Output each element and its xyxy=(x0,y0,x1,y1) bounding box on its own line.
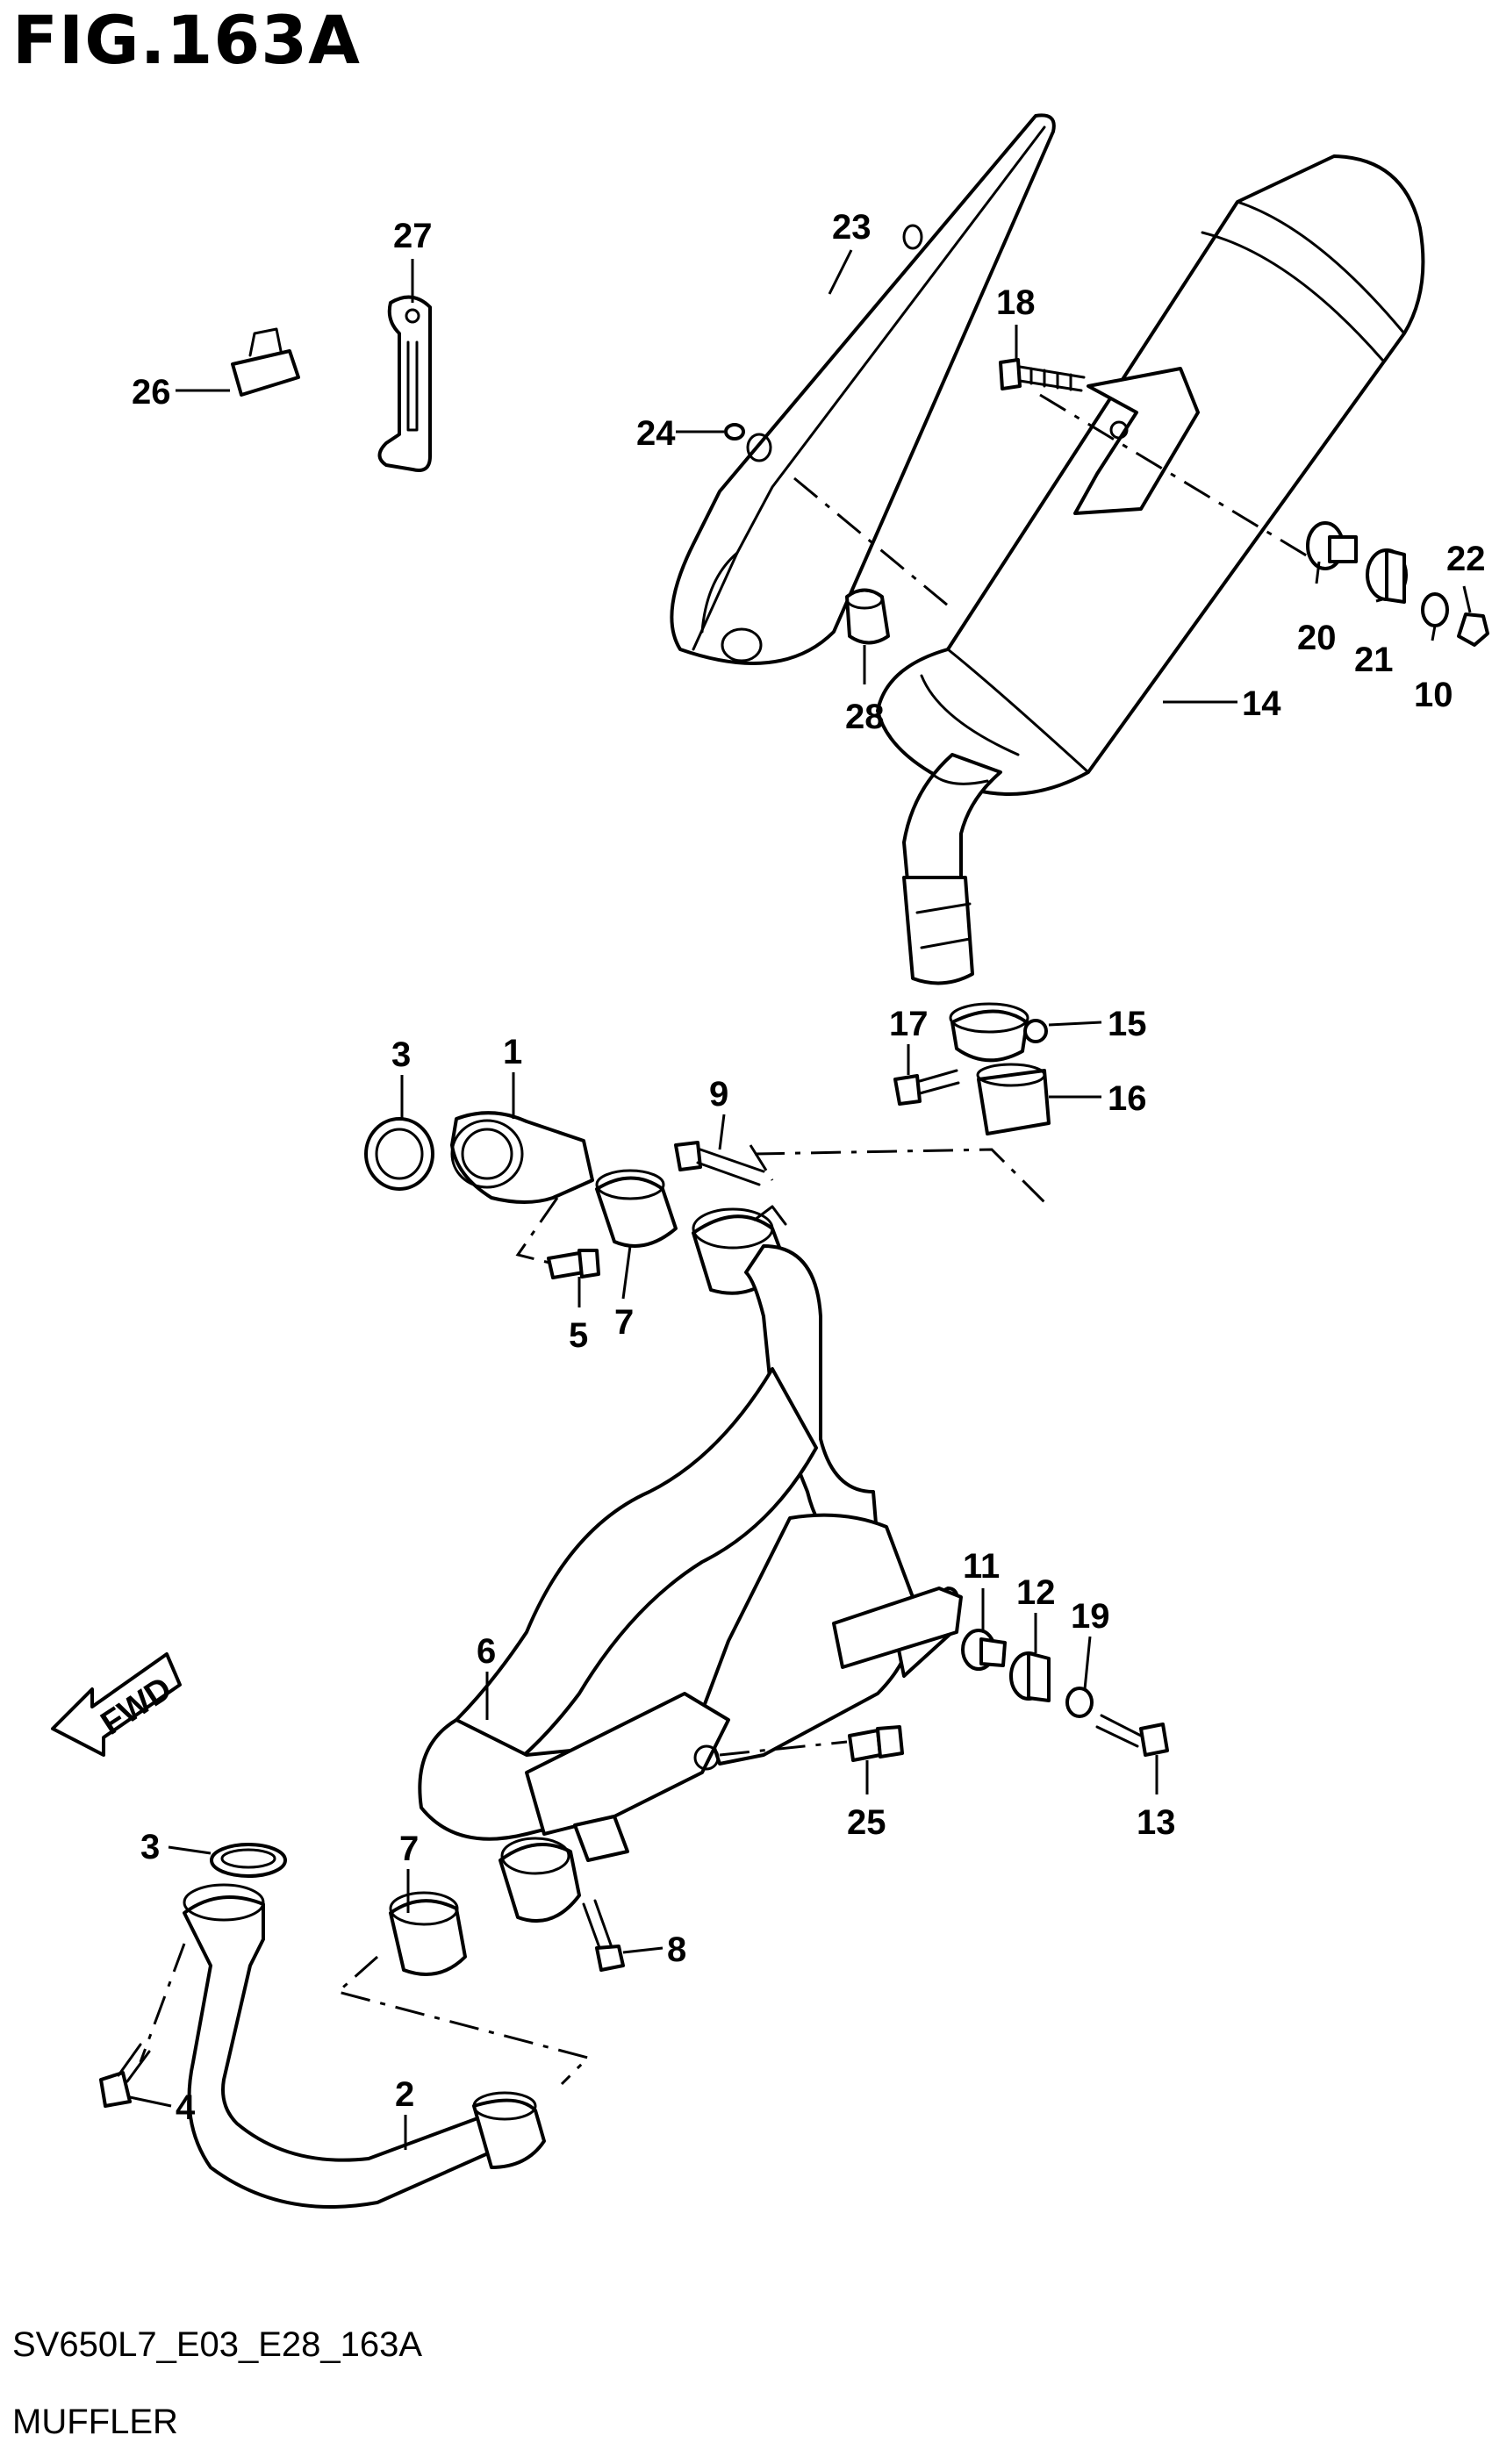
callout-26: 26 xyxy=(132,373,171,412)
figure-title: FIG.163A xyxy=(12,1,361,79)
strap-27 xyxy=(377,295,432,472)
callout-7-lower: 7 xyxy=(399,1830,419,1868)
grommet-28 xyxy=(845,588,890,645)
clamp-26 xyxy=(231,327,300,397)
callout-3-top: 3 xyxy=(391,1035,411,1074)
muffler-body xyxy=(876,154,1425,985)
callout-5: 5 xyxy=(569,1316,588,1355)
bolt-18 xyxy=(999,358,1086,392)
exhaust-flange-1 xyxy=(450,1111,594,1204)
fwd-arrow-icon: FWD xyxy=(51,1652,182,1757)
leader-dash xyxy=(1039,393,1317,563)
leader-dash xyxy=(793,476,949,607)
callout-6: 6 xyxy=(477,1632,496,1671)
leader-dash xyxy=(754,1148,1051,1208)
callout-4: 4 xyxy=(176,2088,196,2127)
callout-27: 27 xyxy=(393,217,433,255)
callout-10: 10 xyxy=(1414,676,1453,714)
bolt-4 xyxy=(99,2043,151,2108)
callout-numbers: 27 26 23 18 24 28 14 20 21 10 22 15 16 1… xyxy=(132,208,1486,2127)
callout-2: 2 xyxy=(395,2075,414,2114)
collar-20 xyxy=(1306,521,1358,570)
figure-name: MUFFLER xyxy=(12,2403,178,2441)
callout-22: 22 xyxy=(1446,540,1486,578)
gasket-ring-3 xyxy=(364,1117,434,1191)
washer-10 xyxy=(1421,592,1449,627)
nut-22 xyxy=(1457,612,1489,647)
cushion-21 xyxy=(1366,548,1408,604)
screw-24 xyxy=(724,423,745,441)
gasket-7-lower xyxy=(389,1891,467,1976)
callout-20: 20 xyxy=(1297,619,1337,657)
callout-3-lower: 3 xyxy=(140,1828,160,1866)
callout-1: 1 xyxy=(503,1033,522,1071)
callout-13: 13 xyxy=(1137,1803,1176,1842)
bolt-5 xyxy=(547,1249,600,1279)
callout-25: 25 xyxy=(847,1803,886,1842)
callout-11: 11 xyxy=(963,1547,1000,1586)
leader-dash xyxy=(334,1955,591,2086)
callout-15: 15 xyxy=(1108,1005,1147,1043)
callout-24: 24 xyxy=(636,414,676,453)
leader-dash xyxy=(139,1943,186,2063)
gasket-ring-3-lower xyxy=(210,1843,287,1878)
callout-9: 9 xyxy=(709,1075,728,1114)
clamp-15 xyxy=(949,1002,1048,1063)
washer-19 xyxy=(1065,1687,1094,1718)
callout-28: 28 xyxy=(845,698,885,736)
bolt-17 xyxy=(893,1069,960,1106)
exhaust-pipe-6 xyxy=(418,1205,963,1923)
callout-7-top: 7 xyxy=(614,1303,634,1342)
exhaust-pipe-2 xyxy=(183,1883,546,2209)
gasket-7 xyxy=(595,1169,678,1248)
bolt-8 xyxy=(582,1899,625,1972)
leader-dash xyxy=(749,1144,774,1181)
figure-code: SV650L7_E03_E28_163A xyxy=(12,2325,423,2364)
collar-11 xyxy=(961,1629,1007,1671)
callout-23: 23 xyxy=(832,208,872,247)
leader-dash xyxy=(719,1740,848,1757)
callout-17: 17 xyxy=(889,1005,929,1043)
gasket-16 xyxy=(976,1063,1051,1135)
callout-14: 14 xyxy=(1242,684,1281,723)
callout-21: 21 xyxy=(1354,641,1394,679)
plug-25 xyxy=(848,1725,904,1762)
callout-18: 18 xyxy=(996,283,1036,322)
callout-19: 19 xyxy=(1071,1597,1110,1636)
bolt-13 xyxy=(1095,1714,1169,1757)
bolt-9 xyxy=(674,1141,765,1186)
callout-8: 8 xyxy=(667,1930,686,1969)
callout-12: 12 xyxy=(1016,1573,1056,1612)
heat-shield xyxy=(670,113,1056,665)
cushion-12 xyxy=(1009,1651,1051,1702)
callout-leaders xyxy=(129,249,1472,2150)
callout-16: 16 xyxy=(1108,1079,1147,1118)
leader-dash xyxy=(515,1197,559,1265)
